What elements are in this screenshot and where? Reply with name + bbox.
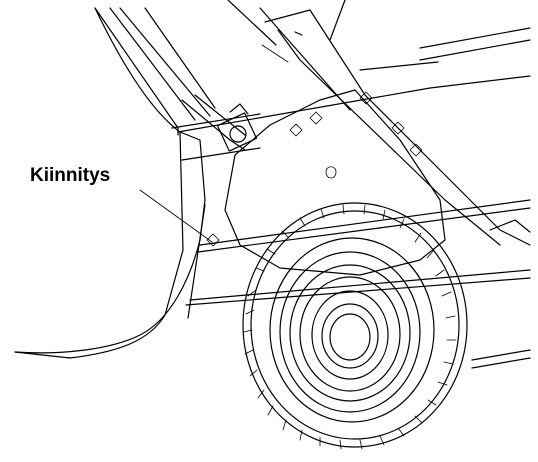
bucket-body	[14, 7, 206, 359]
frame-lines	[94, 0, 531, 369]
mounting-plate	[224, 89, 446, 276]
wheel	[242, 202, 468, 450]
callout-leader	[139, 189, 220, 247]
tire-tread	[243, 204, 457, 450]
callout-label: Kiinnitys	[30, 165, 111, 186]
pivot-clamp	[216, 44, 289, 152]
